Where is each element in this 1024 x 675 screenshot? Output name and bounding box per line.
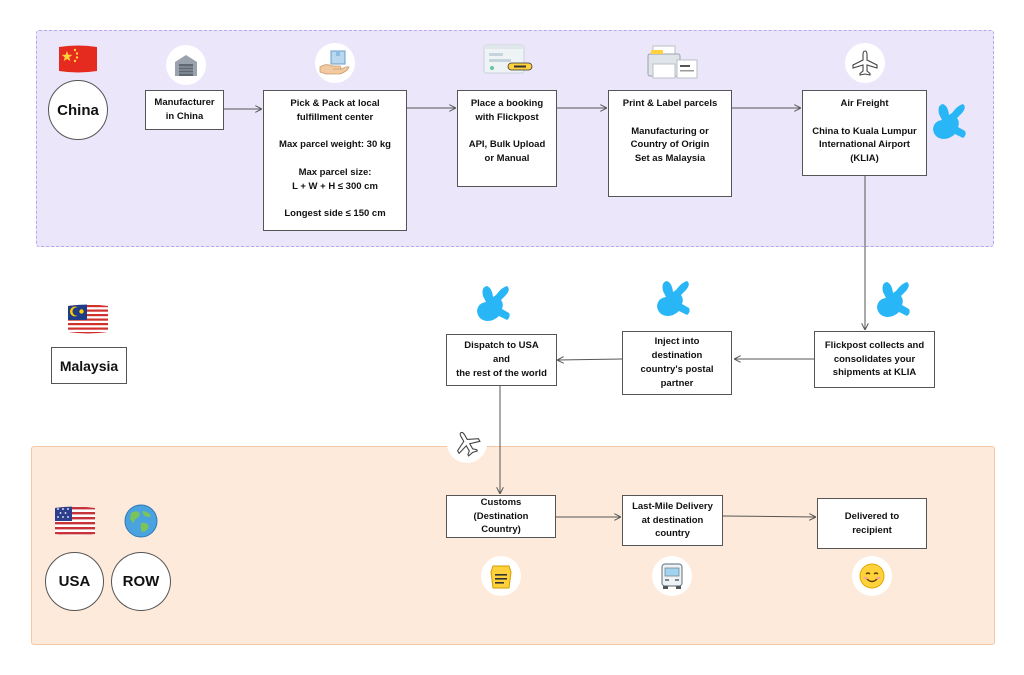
flickpost-rabbit-icon — [874, 280, 914, 329]
flickpost-rabbit-icon — [930, 102, 970, 151]
step-booking: Place a booking with Flickpost API, Bulk… — [457, 90, 557, 187]
flickpost-rabbit-icon — [474, 284, 514, 333]
airplane-icon — [851, 49, 879, 82]
step-delivered: Delivered to recipient — [817, 498, 927, 549]
step-manufacturer: Manufacturer in China — [145, 90, 224, 130]
china-flag-icon — [57, 44, 99, 79]
smiley-icon — [859, 563, 885, 594]
airplane-icon — [453, 429, 481, 462]
step-print-label: Print & Label parcels Manufacturing or C… — [608, 90, 732, 197]
package-hand-icon — [318, 47, 352, 84]
delivery-truck-icon — [659, 561, 685, 596]
usa-flag-icon — [53, 505, 97, 542]
step-collect: Flickpost collects and consolidates your… — [814, 331, 935, 388]
step-air-freight: Air Freight China to Kuala Lumpur Intern… — [802, 90, 927, 176]
malaysia-label: Malaysia — [51, 347, 127, 384]
globe-icon — [123, 503, 159, 544]
customs-bag-icon — [489, 562, 513, 595]
usa-label: USA — [45, 552, 104, 611]
step-inject: Inject into destination country's postal… — [622, 331, 732, 395]
china-label: China — [48, 80, 108, 140]
warehouse-icon — [172, 51, 200, 84]
row-label: ROW — [111, 552, 171, 611]
booking-screen-icon — [480, 42, 536, 85]
step-pick-pack: Pick & Pack at local fulfillment center … — [263, 90, 407, 231]
flickpost-rabbit-icon — [654, 279, 694, 328]
step-last-mile: Last-Mile Delivery at destination countr… — [622, 495, 723, 546]
printer-icon — [645, 44, 701, 89]
arrow-inject-to-dispatch — [558, 359, 623, 360]
malaysia-flag-icon — [66, 303, 110, 340]
step-customs: Customs (Destination Country) — [446, 495, 556, 538]
step-dispatch: Dispatch to USA and the rest of the worl… — [446, 334, 557, 386]
arrow-lastmile-to-delivered — [722, 516, 815, 517]
